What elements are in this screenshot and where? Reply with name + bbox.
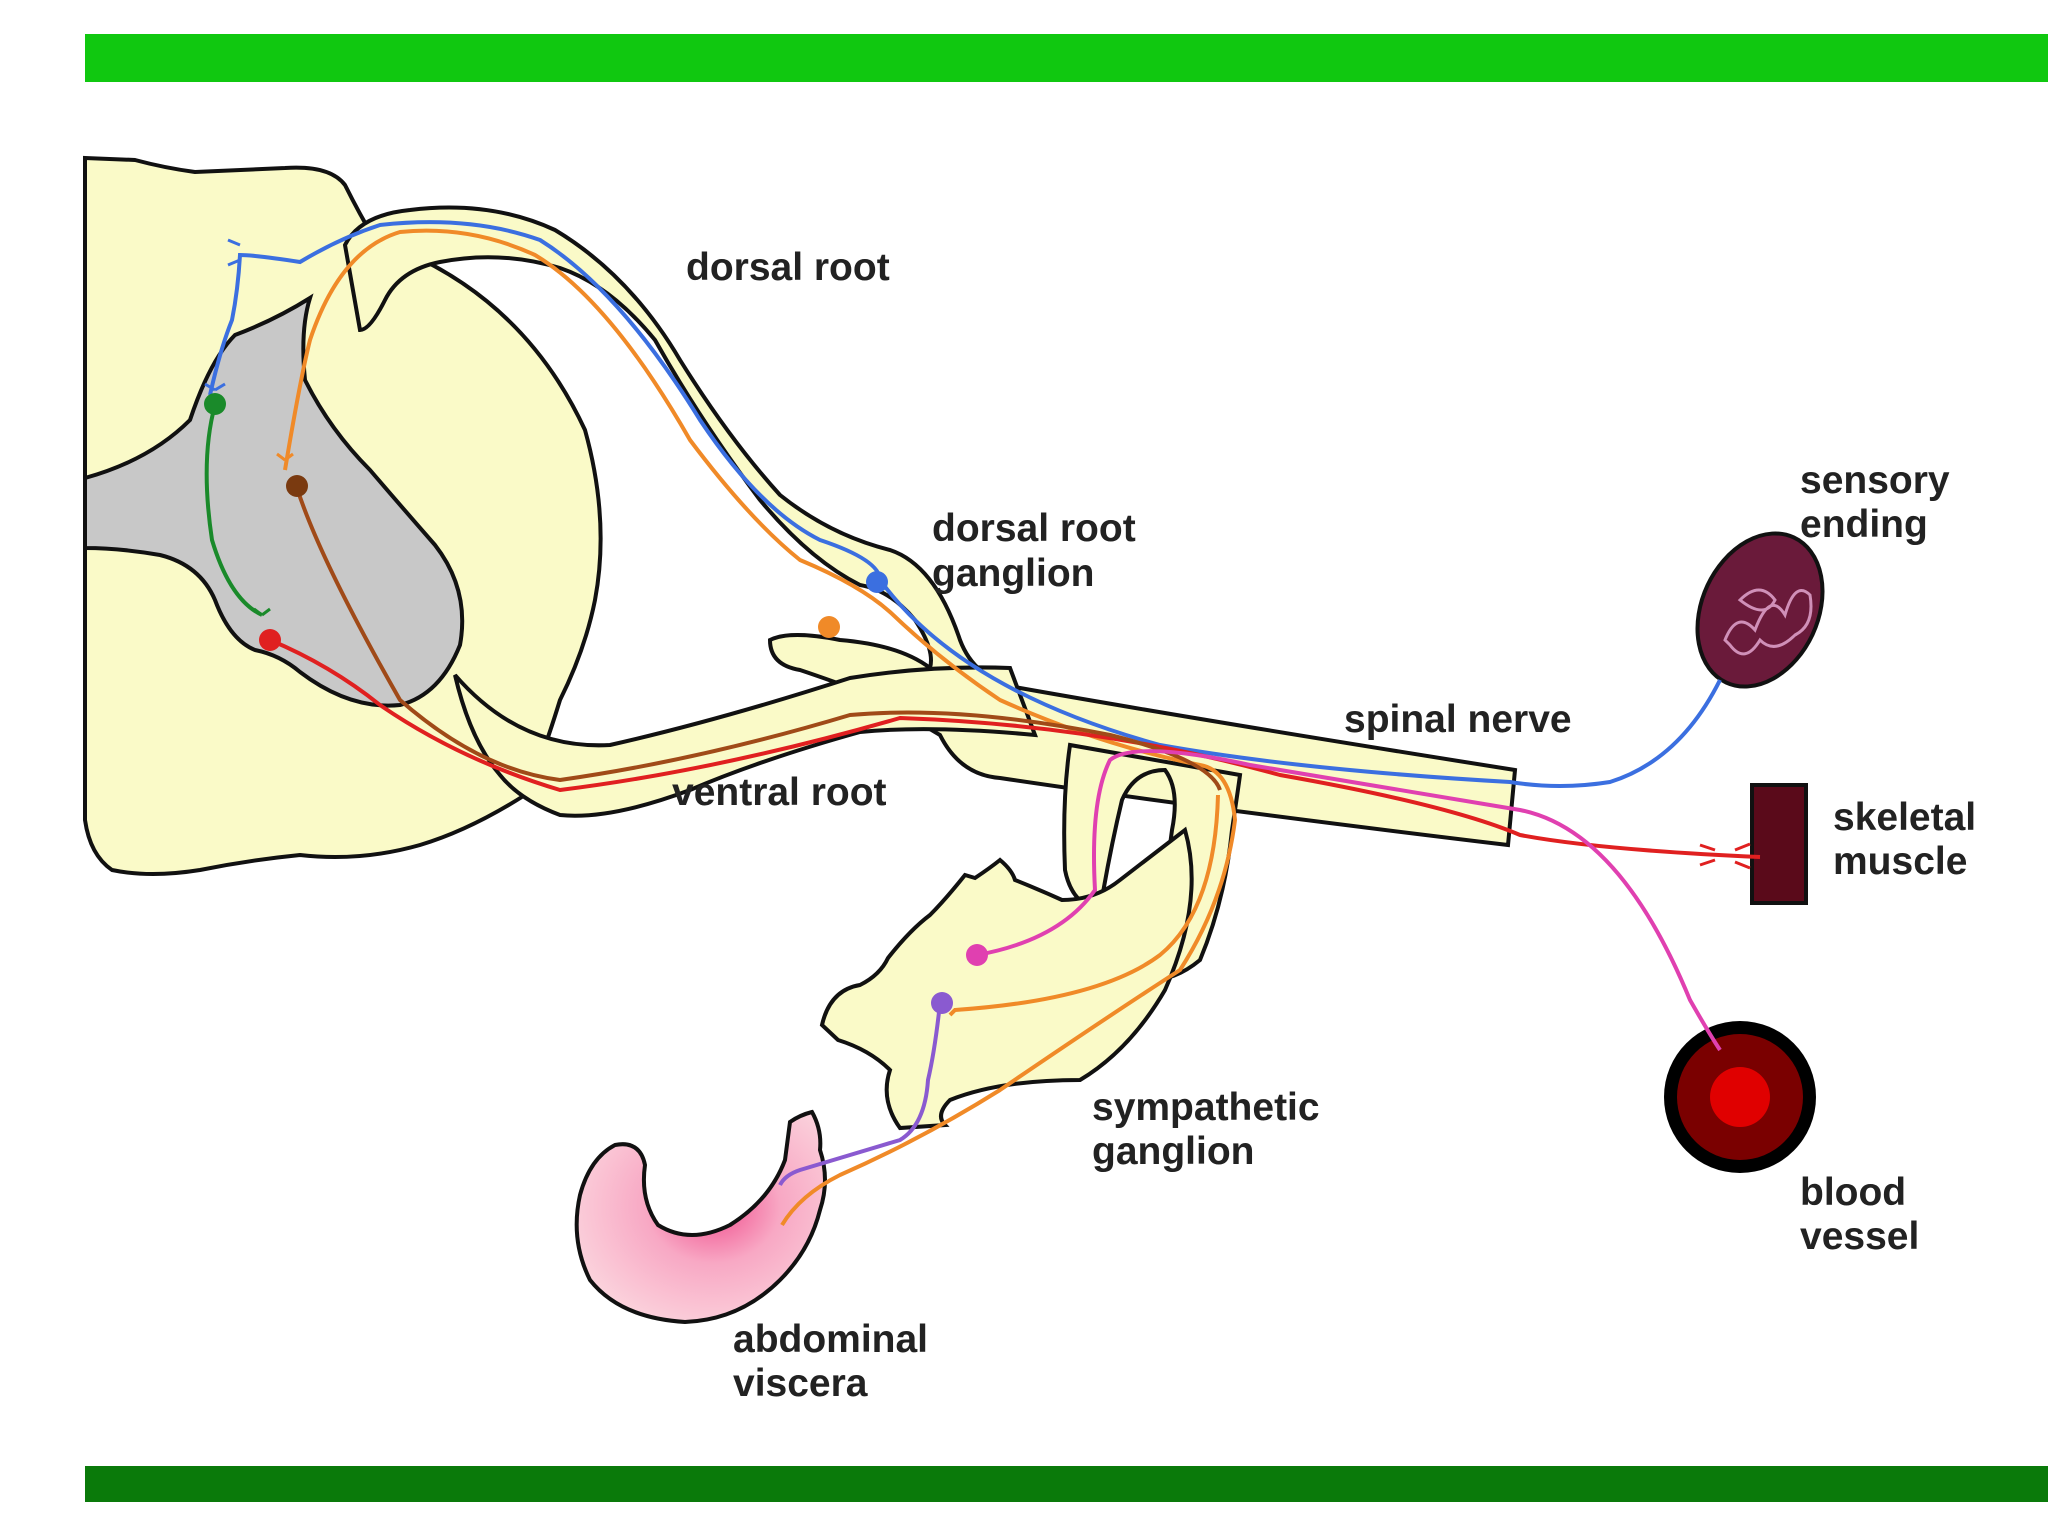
postganglionic-cell-body: [966, 944, 988, 966]
label-skeletal-muscle-line1: skeletal: [1833, 796, 1976, 839]
preganglionic-cell-body: [286, 475, 308, 497]
skeletal-muscle: [1750, 783, 1808, 905]
label-sympathetic-ganglion-line2: ganglion: [1092, 1130, 1254, 1173]
synapse-terminals-red: [1699, 842, 1751, 870]
label-dorsal-root-ganglion-line2: ganglion: [932, 552, 1094, 595]
preganglionic-fiber: [295, 487, 1222, 791]
visceral-sensory-fiber: [283, 228, 1238, 1227]
interneuron-cell-body: [204, 393, 226, 415]
label-sensory-ending-line1: sensory: [1800, 459, 1950, 502]
sensory-ending-coils: [1723, 588, 1813, 656]
synapse-terminals: [204, 238, 241, 392]
ventral-root-tube: [453, 665, 1038, 818]
label-blood-vessel-line2: vessel: [1800, 1215, 1919, 1258]
bottom-green-bar: [85, 1466, 2048, 1502]
postganglionic-fiber: [976, 749, 1722, 1052]
sympathetic-ganglion: [819, 826, 1194, 1131]
label-skeletal-muscle-line2: muscle: [1833, 840, 1967, 883]
label-spinal-nerve: spinal nerve: [1344, 698, 1572, 741]
visceral-postganglionic-cell-body: [931, 992, 953, 1014]
label-abdominal-viscera-line2: viscera: [733, 1362, 868, 1405]
interneuron-fiber: [204, 404, 263, 617]
label-sensory-ending-line2: ending: [1800, 503, 1928, 546]
visceral-postganglionic-fiber: [778, 1002, 942, 1186]
label-sympathetic-ganglion-line1: sympathetic: [1092, 1086, 1320, 1129]
sensory-neuron-cell-body: [866, 571, 888, 593]
synapse-terminals-green: [253, 607, 271, 617]
label-dorsal-root-ganglion-line1: dorsal root: [932, 507, 1136, 550]
label-ventral-root: ventral root: [672, 771, 887, 814]
label-blood-vessel-line1: blood: [1800, 1171, 1906, 1214]
motor-neuron-cell-body: [259, 629, 281, 651]
blood-vessel-lumen: [1710, 1067, 1770, 1127]
somatic-motor-fiber: [269, 638, 1761, 859]
grey-matter: [83, 293, 465, 708]
top-green-bar: [85, 34, 2048, 82]
label-dorsal-root: dorsal root: [686, 246, 890, 289]
somatic-sensory-fiber: [208, 220, 1722, 788]
synapse-terminals-orange: [276, 452, 294, 462]
label-abdominal-viscera-line1: abdominal: [733, 1318, 928, 1361]
visceral-sensory-branch: [948, 794, 1220, 1017]
visceral-sensory-cell-body: [818, 616, 840, 638]
